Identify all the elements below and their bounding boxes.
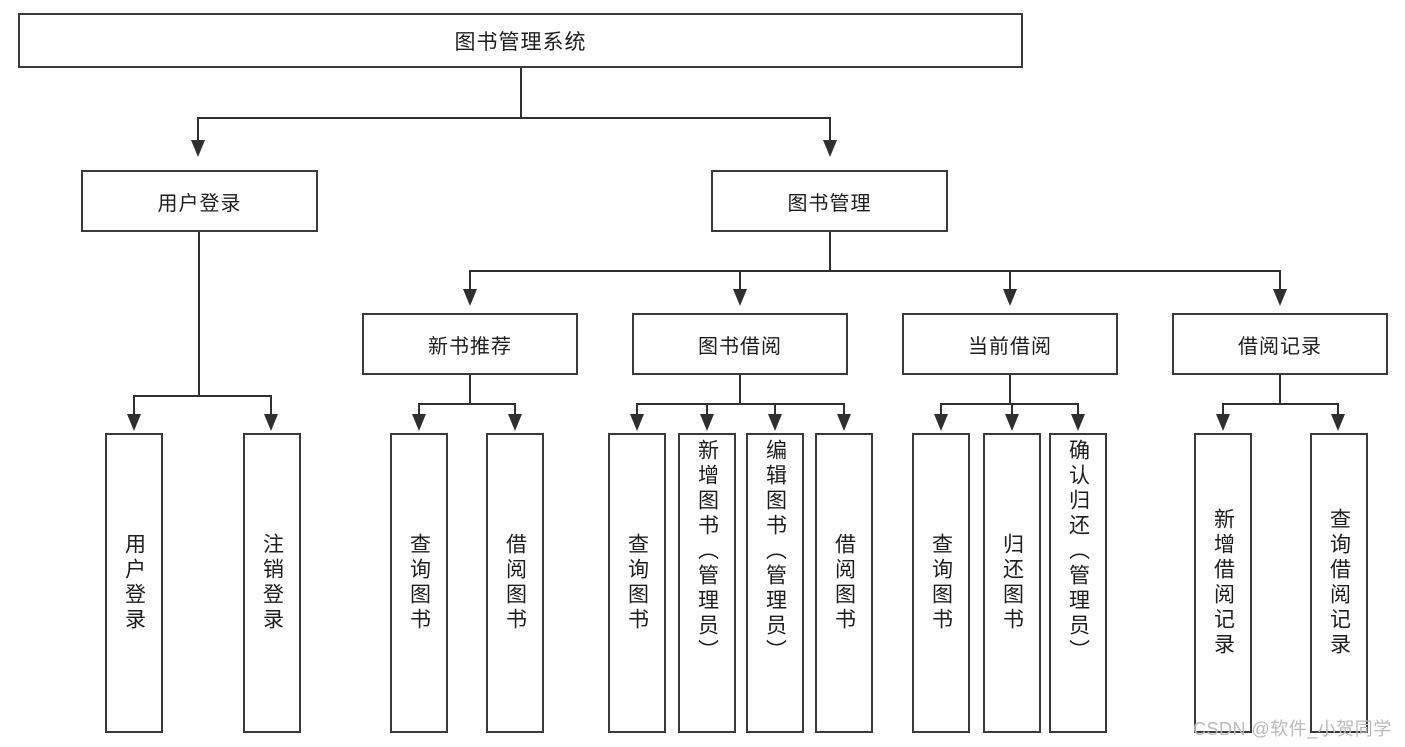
arrow-br-leaf-0 xyxy=(1216,414,1230,431)
edge-root-to-user-login xyxy=(197,117,199,144)
edge-br-bus xyxy=(1222,403,1339,405)
arrow-root-to-book-manage xyxy=(823,140,837,157)
edge-bb-drop-1 xyxy=(706,403,708,418)
arrow-user-login-leaf-0 xyxy=(127,414,141,431)
arrow-bm-to-book-borrow xyxy=(733,289,747,306)
edge-bb-bus xyxy=(636,403,844,405)
arrow-bm-to-borrow-record xyxy=(1273,289,1287,306)
edge-bb-drop-3 xyxy=(843,403,845,418)
edge-bb-stem xyxy=(739,375,741,405)
edge-root-stem xyxy=(520,68,522,117)
edge-bm-drop-0 xyxy=(469,270,471,293)
edge-bb-drop-0 xyxy=(636,403,638,418)
edge-root-to-book-manage xyxy=(829,117,831,144)
arrow-root-to-user-login xyxy=(191,140,205,157)
edge-br-drop-1 xyxy=(1337,403,1339,418)
node-book-borrow[interactable]: 图书借阅 xyxy=(632,313,848,375)
edge-book-manage-bus xyxy=(469,270,1281,272)
leaf-logout-login[interactable]: 注销登录 xyxy=(243,433,301,733)
leaf-nbr-borrow-book[interactable]: 借阅图书 xyxy=(486,433,544,733)
leaf-bb-query-book[interactable]: 查询图书 xyxy=(608,433,666,733)
arrow-bb-leaf-1 xyxy=(700,414,714,431)
edge-cb-bus xyxy=(940,403,1079,405)
edge-bb-drop-2 xyxy=(774,403,776,418)
leaf-br-query-record[interactable]: 查询借阅记录 xyxy=(1310,433,1368,733)
leaf-br-add-record[interactable]: 新增借阅记录 xyxy=(1194,433,1252,733)
edge-bm-drop-2 xyxy=(1009,270,1011,293)
arrow-bb-leaf-3 xyxy=(837,414,851,431)
leaf-bb-borrow-book[interactable]: 借阅图书 xyxy=(815,433,873,733)
node-new-book-recommend[interactable]: 新书推荐 xyxy=(362,313,578,375)
arrow-bb-leaf-0 xyxy=(630,414,644,431)
arrow-cb-leaf-0 xyxy=(934,414,948,431)
edge-book-manage-stem xyxy=(829,232,831,272)
node-root-system[interactable]: 图书管理系统 xyxy=(18,13,1023,68)
leaf-bb-edit-book-admin[interactable]: 编辑图书（管理员） xyxy=(746,433,804,733)
leaf-cb-return-book[interactable]: 归还图书 xyxy=(983,433,1041,733)
edge-nbr-drop-1 xyxy=(514,403,516,418)
arrow-br-leaf-1 xyxy=(1331,414,1345,431)
arrow-cb-leaf-1 xyxy=(1005,414,1019,431)
edge-bm-drop-3 xyxy=(1279,270,1281,293)
edge-user-login-drop-1 xyxy=(270,395,272,418)
leaf-cb-confirm-return-admin[interactable]: 确认归还（管理员） xyxy=(1049,433,1107,733)
edge-user-login-stem xyxy=(198,232,200,397)
edge-nbr-drop-0 xyxy=(418,403,420,418)
edge-nbr-bus xyxy=(418,403,516,405)
edge-root-bus xyxy=(197,117,831,119)
edge-cb-drop-1 xyxy=(1011,403,1013,418)
edge-cb-drop-0 xyxy=(940,403,942,418)
edge-bm-drop-1 xyxy=(739,270,741,293)
edge-cb-stem xyxy=(1009,375,1011,405)
arrow-nbr-leaf-1 xyxy=(508,414,522,431)
node-book-management[interactable]: 图书管理 xyxy=(711,170,948,232)
edge-br-stem xyxy=(1279,375,1281,405)
leaf-user-login[interactable]: 用户登录 xyxy=(105,433,163,733)
leaf-nbr-query-book[interactable]: 查询图书 xyxy=(390,433,448,733)
arrow-bm-to-current-borrow xyxy=(1003,289,1017,306)
node-user-login[interactable]: 用户登录 xyxy=(81,170,318,232)
leaf-bb-add-book-admin[interactable]: 新增图书（管理员） xyxy=(678,433,736,733)
edge-user-login-bus xyxy=(133,395,271,397)
edge-nbr-stem xyxy=(469,375,471,405)
arrow-cb-leaf-2 xyxy=(1071,414,1085,431)
edge-br-drop-0 xyxy=(1222,403,1224,418)
node-borrow-record[interactable]: 借阅记录 xyxy=(1172,313,1388,375)
arrow-nbr-leaf-0 xyxy=(412,414,426,431)
arrow-user-login-leaf-1 xyxy=(264,414,278,431)
arrow-bb-leaf-2 xyxy=(768,414,782,431)
leaf-cb-query-book[interactable]: 查询图书 xyxy=(912,433,970,733)
edge-cb-drop-2 xyxy=(1077,403,1079,418)
edge-user-login-drop-0 xyxy=(133,395,135,418)
node-current-borrow[interactable]: 当前借阅 xyxy=(902,313,1118,375)
arrow-bm-to-new-book xyxy=(463,289,477,306)
